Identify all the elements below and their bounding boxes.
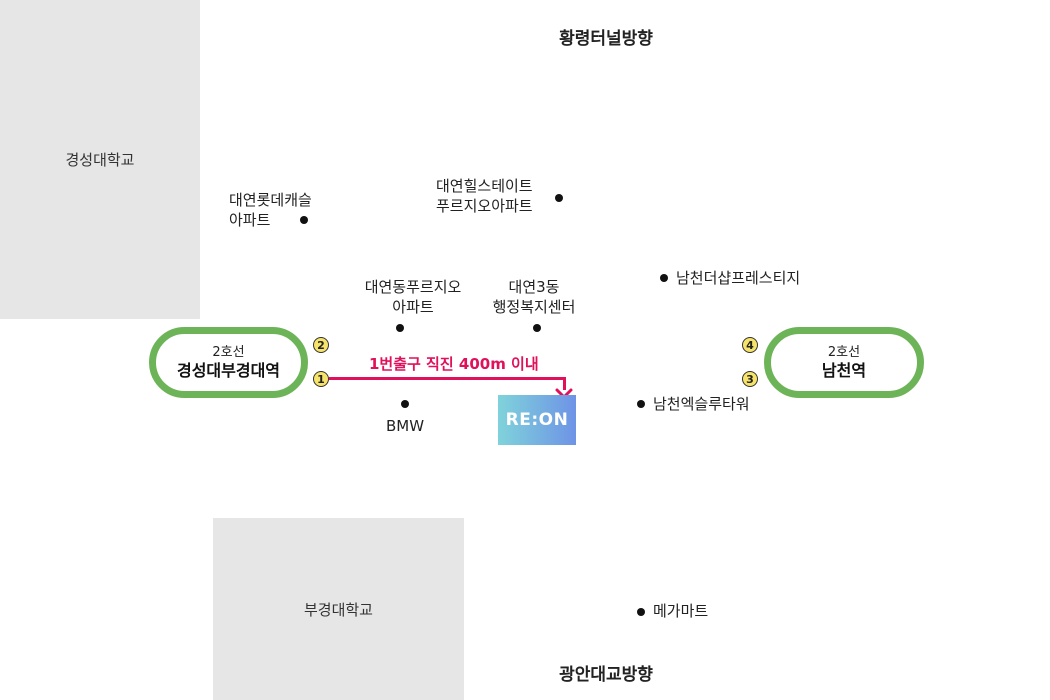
landmark-exle-tower-label: 남천엑슬루타워 xyxy=(653,395,750,413)
landmark-the-sharp-label: 남천더샵프레스티지 xyxy=(676,269,801,287)
station-east-name: 남천역 xyxy=(821,360,867,380)
landmark-lotte-castle-label: 대연롯데캐슬 아파트 xyxy=(229,191,312,229)
exit-2-marker[interactable]: 2 xyxy=(313,337,329,353)
landmark-mega-mart-label: 메가마트 xyxy=(653,602,709,620)
direction-north-label: 황령터널방향 xyxy=(559,29,653,49)
direction-south-label: 광안대교방향 xyxy=(559,665,653,685)
landmark-bmw-marker xyxy=(401,400,409,408)
station-kyungsung-pukyong[interactable]: 2호선 경성대부경대역 xyxy=(149,327,308,398)
landmark-dong-prugio-label: 대연동푸르지오 아파트 xyxy=(364,278,462,316)
landmark-welfare-center-label: 대연3동 행정복지센터 xyxy=(492,278,576,316)
pukyong-university-block: 부경대학교 xyxy=(213,518,464,700)
station-west-name: 경성대부경대역 xyxy=(176,360,281,380)
landmark-hillstate-label: 대연힐스테이트 푸르지오아파트 xyxy=(436,177,533,215)
pukyong-university-label: 부경대학교 xyxy=(303,600,373,619)
landmark-the-sharp-marker xyxy=(660,274,668,282)
station-namcheon[interactable]: 2호선 남천역 xyxy=(764,327,924,398)
kyungsung-university-label: 경성대학교 xyxy=(65,151,135,169)
landmark-exle-tower-marker xyxy=(637,400,645,408)
landmark-mega-mart-marker xyxy=(637,608,645,616)
route-vertical-line xyxy=(563,377,566,390)
landmark-welfare-center-marker xyxy=(533,324,541,332)
reon-logo-text: RE:ON xyxy=(505,410,569,430)
landmark-hillstate-marker xyxy=(555,194,563,202)
station-east-line-label: 2호선 xyxy=(827,344,861,360)
landmark-dong-prugio-marker xyxy=(396,324,404,332)
landmark-bmw-label: BMW xyxy=(386,417,425,435)
route-horizontal-line xyxy=(329,377,566,380)
exit-3-marker[interactable]: 3 xyxy=(742,371,758,387)
exit-4-marker[interactable]: 4 xyxy=(742,337,758,353)
exit-1-marker[interactable]: 1 xyxy=(313,371,329,387)
landmark-lotte-castle-marker xyxy=(300,216,308,224)
reon-logo[interactable]: RE:ON xyxy=(498,395,576,445)
kyungsung-university-block: 경성대학교 xyxy=(0,0,200,319)
route-direction-label: 1번출구 직진 400m 이내 xyxy=(369,355,539,373)
station-west-line-label: 2호선 xyxy=(212,344,245,360)
